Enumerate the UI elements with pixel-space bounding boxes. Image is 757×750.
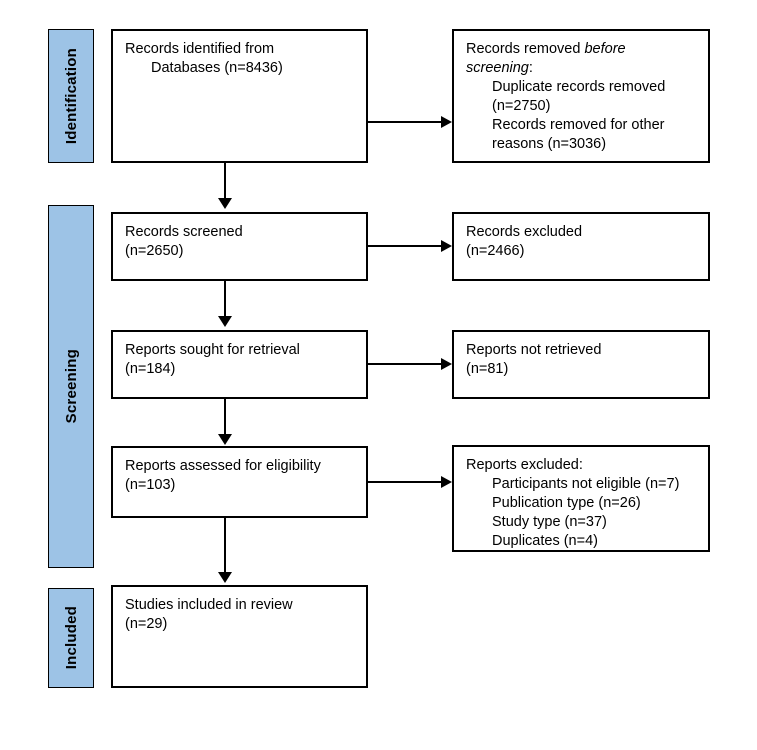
box-studies-included-line-2: (n=29) xyxy=(125,616,168,632)
connector-assessed-to-included xyxy=(224,518,226,576)
arrowhead-screened-to-sought xyxy=(218,316,232,327)
stage-band-identification: Identification xyxy=(48,29,94,163)
box-reports-excluded-line-3: Publication type (n=26) xyxy=(492,495,641,511)
arrowhead-sought-to-assessed xyxy=(218,434,232,445)
box-reports-not-retrieved: Reports not retrieved (n=81) xyxy=(452,330,710,399)
box-reports-not-retrieved-line-2: (n=81) xyxy=(466,361,509,377)
box-reports-sought-line-1: Reports sought for retrieval xyxy=(125,342,300,358)
box-reports-assessed-for-eligibility: Reports assessed for eligibility (n=103) xyxy=(111,446,368,518)
stage-band-included: Included xyxy=(48,588,94,688)
box-reports-not-retrieved-line-1: Reports not retrieved xyxy=(466,342,602,358)
box-records-excluded-line-1: Records excluded xyxy=(466,224,583,240)
box-records-screened-line-1: Records screened xyxy=(125,224,243,240)
stage-band-identification-label: Identification xyxy=(62,47,80,145)
connector-assessed-to-reports-excluded xyxy=(368,481,443,483)
box-reports-excluded-line-5: Duplicates (n=4) xyxy=(492,533,598,549)
box-studies-included-line-1: Studies included in review xyxy=(125,597,293,613)
box-records-screened-line-2: (n=2650) xyxy=(125,243,184,259)
connector-identified-to-screened xyxy=(224,163,226,202)
box-reports-excluded: Reports excluded: Participants not eligi… xyxy=(452,445,710,552)
box-records-removed-line-4: (n=2750) xyxy=(492,98,551,114)
connector-sought-to-assessed xyxy=(224,399,226,438)
box-reports-assessed-line-1: Reports assessed for eligibility xyxy=(125,458,321,474)
stage-band-screening: Screening xyxy=(48,205,94,568)
box-records-removed-before-screening: Records removed before screening: Duplic… xyxy=(452,29,710,163)
box-records-excluded-line-2: (n=2466) xyxy=(466,243,525,259)
box-records-removed-line-2-post: : xyxy=(528,60,533,76)
connector-screened-to-sought xyxy=(224,281,226,320)
box-records-removed-line-2-italic: screening xyxy=(466,60,529,76)
box-reports-excluded-line-1: Reports excluded: xyxy=(466,457,583,473)
arrowhead-assessed-to-reports-excluded xyxy=(441,476,452,488)
box-reports-assessed-line-2: (n=103) xyxy=(125,477,176,493)
box-records-identified-line-2: Databases (n=8436) xyxy=(151,60,283,76)
box-records-removed-line-1: Records removed before xyxy=(466,40,696,59)
box-studies-included-in-review: Studies included in review (n=29) xyxy=(111,585,368,688)
box-reports-sought-for-retrieval: Reports sought for retrieval (n=184) xyxy=(111,330,368,399)
arrowhead-sought-to-not-retrieved xyxy=(441,358,452,370)
box-reports-excluded-line-4: Study type (n=37) xyxy=(492,514,607,530)
arrowhead-screened-to-excluded xyxy=(441,240,452,252)
box-records-removed-line-6: reasons (n=3036) xyxy=(492,136,607,152)
box-records-removed-line-1-pre: Records removed xyxy=(466,41,585,57)
box-records-removed-line-5: Records removed for other xyxy=(492,117,665,133)
box-reports-excluded-line-2: Participants not eligible (n=7) xyxy=(492,476,680,492)
box-records-removed-line-1-italic: before xyxy=(584,41,626,57)
connector-identified-to-removed xyxy=(368,121,443,123)
box-records-screened: Records screened (n=2650) xyxy=(111,212,368,281)
arrowhead-identified-to-screened xyxy=(218,198,232,209)
box-records-identified-line-1: Records identified from xyxy=(125,41,275,57)
box-records-removed-line-3: Duplicate records removed xyxy=(492,79,666,95)
arrowhead-assessed-to-included xyxy=(218,572,232,583)
box-records-identified: Records identified from Databases (n=843… xyxy=(111,29,368,163)
stage-band-screening-label: Screening xyxy=(62,349,80,424)
box-records-excluded: Records excluded (n=2466) xyxy=(452,212,710,281)
connector-screened-to-excluded xyxy=(368,245,443,247)
stage-band-included-label: Included xyxy=(62,606,80,670)
box-records-removed-line-2: screening: xyxy=(466,59,696,78)
connector-sought-to-not-retrieved xyxy=(368,363,443,365)
box-reports-sought-line-2: (n=184) xyxy=(125,361,176,377)
arrowhead-identified-to-removed xyxy=(441,116,452,128)
